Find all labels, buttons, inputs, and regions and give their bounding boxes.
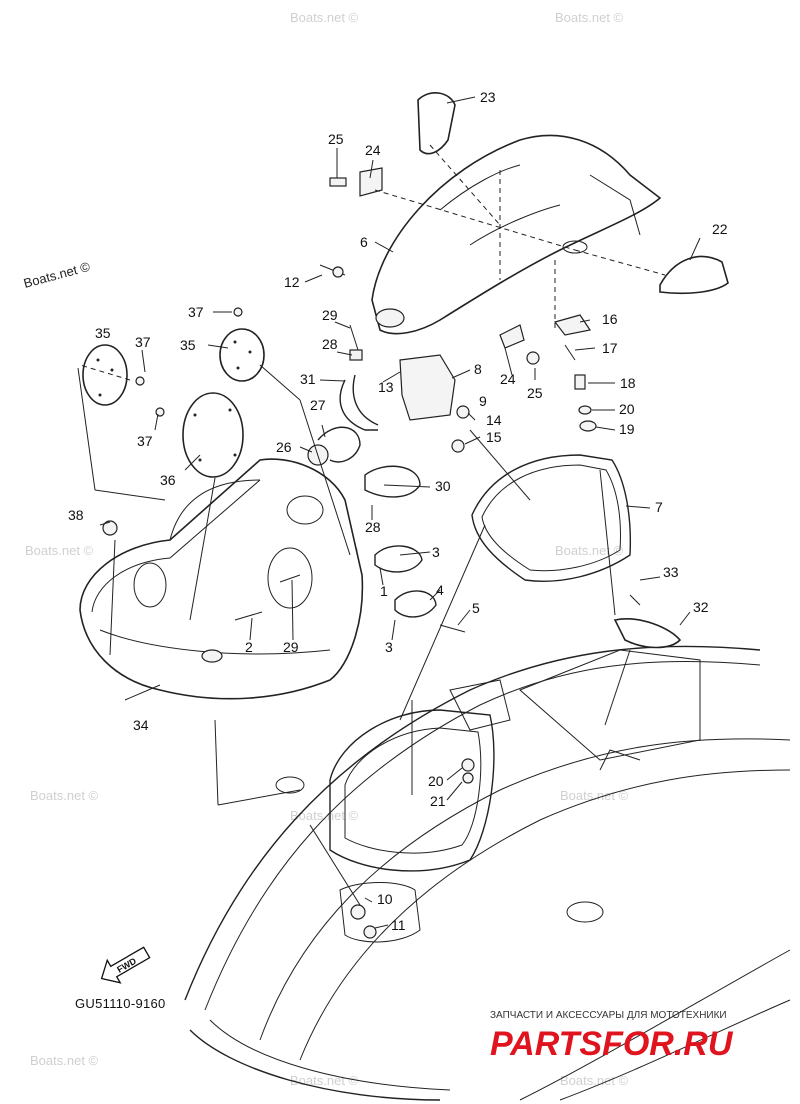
part-label-11: 11 [391, 917, 406, 933]
watermark: Boats.net © [290, 10, 359, 25]
part-label-24: 24 [500, 371, 516, 387]
part-label-6: 6 [360, 234, 368, 250]
watermark: Boats.net © [290, 808, 359, 823]
watermark: Boats.net © [22, 259, 92, 291]
rear-hood [371, 134, 662, 335]
part-label-17: 17 [602, 340, 618, 356]
part-label-27: 27 [310, 397, 326, 413]
part-22-cap [659, 255, 729, 295]
part-label-28: 28 [322, 336, 338, 352]
part-label-8: 8 [474, 361, 482, 377]
watermark: Boats.net © [30, 1053, 99, 1068]
part-label-37: 37 [188, 304, 204, 320]
banner-logo-text: PARTSFOR.RU [490, 1025, 734, 1063]
part-label-16: 16 [602, 311, 618, 327]
storage-seal [471, 454, 632, 582]
part-label-26: 26 [276, 439, 292, 455]
hull-deck [184, 645, 791, 1101]
part-label-24: 24 [365, 142, 381, 158]
seat [79, 458, 364, 700]
part-label-37: 37 [135, 334, 151, 350]
fwd-arrow-icon: FWD [100, 946, 151, 984]
part-label-3: 3 [385, 639, 393, 655]
part-label-20: 20 [619, 401, 635, 417]
hardware [102, 167, 641, 939]
watermark: Boats.net © [555, 543, 624, 558]
part-label-29: 29 [283, 639, 299, 655]
watermark: Boats.net © [560, 788, 629, 803]
straps [307, 374, 437, 618]
part-label-21: 21 [430, 793, 446, 809]
part-label-13: 13 [378, 379, 394, 395]
diagram-code: GU51110-9160 [75, 996, 166, 1011]
part-label-35: 35 [95, 325, 111, 341]
part-label-7: 7 [655, 499, 663, 515]
part-label-2: 2 [245, 639, 253, 655]
part-label-32: 32 [693, 599, 709, 615]
part-label-29: 29 [322, 307, 338, 323]
part-label-20: 20 [428, 773, 444, 789]
part-label-28: 28 [365, 519, 381, 535]
part-label-35: 35 [180, 337, 196, 353]
part-label-30: 30 [435, 478, 451, 494]
part-label-5: 5 [472, 600, 480, 616]
watermark: Boats.net © [560, 1073, 629, 1088]
part-label-1: 1 [380, 583, 388, 599]
part-label-19: 19 [619, 421, 635, 437]
covers [82, 328, 265, 478]
guide-lines [77, 144, 666, 906]
part-label-37: 37 [137, 433, 153, 449]
watermark: Boats.net © [25, 543, 94, 558]
part-label-15: 15 [486, 429, 502, 445]
part-label-4: 4 [436, 582, 444, 598]
watermark: Boats.net © [30, 788, 99, 803]
watermark: Boats.net © [290, 1073, 359, 1088]
part-label-36: 36 [160, 472, 176, 488]
part-label-22: 22 [712, 221, 728, 237]
partsfor-logo: ЗАПЧАСТИ И АКСЕССУАРЫ ДЛЯ МОТОТЕХНИКИ PA… [490, 1010, 734, 1063]
part-label-12: 12 [284, 274, 300, 290]
part-label-38: 38 [68, 507, 84, 523]
banner-tagline: ЗАПЧАСТИ И АКСЕССУАРЫ ДЛЯ МОТОТЕХНИКИ [490, 1010, 727, 1021]
part-label-25: 25 [527, 385, 543, 401]
part-23-pad [417, 92, 456, 155]
part-label-14: 14 [486, 412, 502, 428]
part-label-33: 33 [663, 564, 679, 580]
part-label-31: 31 [300, 371, 316, 387]
part-label-10: 10 [377, 891, 393, 907]
part-label-23: 23 [480, 89, 496, 105]
part-32-plate [613, 618, 682, 649]
part-label-3: 3 [432, 544, 440, 560]
part-label-25: 25 [328, 131, 344, 147]
part-label-18: 18 [620, 375, 636, 391]
part-labels: 23 25 24 6 22 12 37 29 35 37 35 28 31 13… [68, 89, 728, 933]
part-label-34: 34 [133, 717, 149, 733]
part-label-9: 9 [479, 393, 487, 409]
watermark: Boats.net © [555, 10, 624, 25]
